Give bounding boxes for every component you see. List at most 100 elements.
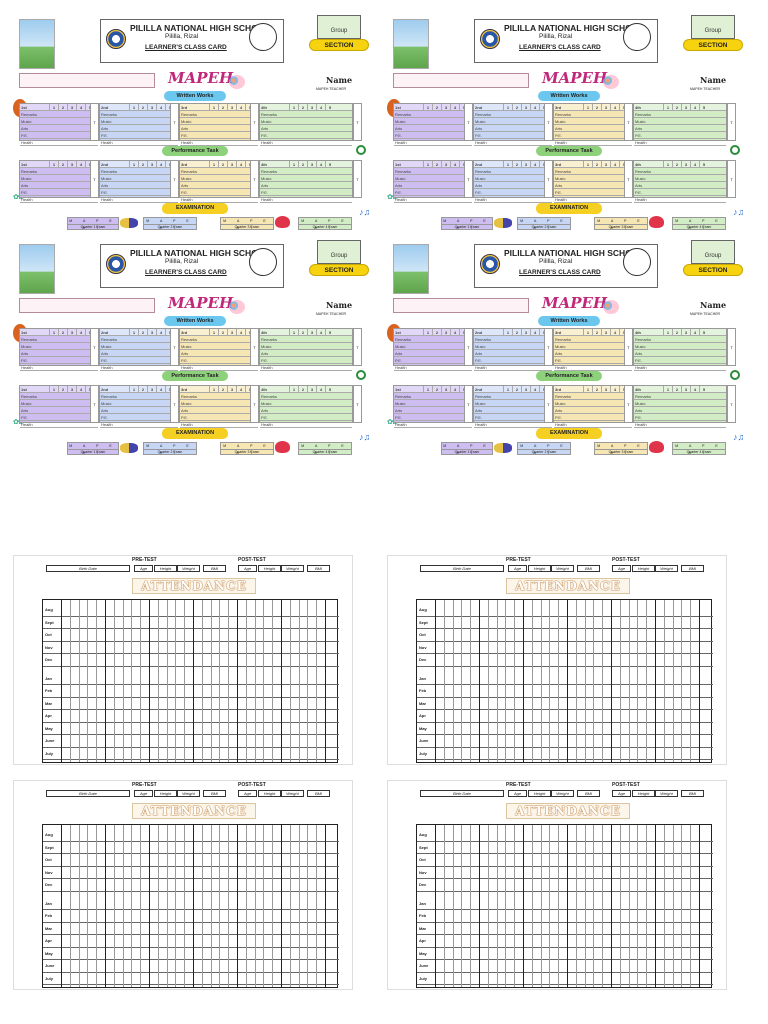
day-column-line [663,825,665,987]
student-name-box[interactable] [19,298,155,313]
student-name-box[interactable] [19,73,155,88]
score-column-header: 2 [432,104,441,110]
heart-icon [275,216,290,228]
component-label: Arts [181,408,189,413]
component-label: Arts [395,183,403,188]
class-card: PILILLA NATIONAL HIGH SCHOOL Pililla, Ri… [13,15,374,230]
total-column: T [727,328,736,366]
post-test-field: Height [258,790,281,797]
score-column-header: 3 [681,161,690,167]
month-label: Nov [45,869,53,875]
component-label: Health [181,365,193,370]
school-location: Pililla, Rizal [165,33,199,40]
performance-task-label: Performance Task [162,146,228,156]
component-label: Music [555,344,566,349]
score-column-header: 4 [76,329,85,335]
component-label: Health [395,140,407,145]
student-name-box[interactable] [393,298,529,313]
quarter-label: 1st [21,387,27,392]
written-works-quarter-table: 3rd12345RemarksMusicArtsP.E.Health [553,103,633,146]
component-row: P.E. [20,414,98,421]
score-column-header: 1 [663,161,672,167]
day-column-line [637,825,639,987]
score-column-header: 5 [699,329,708,335]
component-row: Remarks [394,168,472,175]
component-row: Remarks [474,168,552,175]
day-column-line [166,600,168,762]
flowers-icon: ✿✿ [13,419,24,426]
month-label: Aug [45,832,53,837]
pre-test-label: PRE-TEST [132,557,157,563]
school-seal-icon [480,254,500,274]
score-column-header: 2 [592,386,601,392]
component-label: Remarks [181,112,198,117]
attendance-sheet: PRE-TEST POST-TEST Birth Date ATTENDANCE… [387,780,727,990]
component-label: Remarks [101,394,118,399]
section-badge: SECTION [309,39,369,51]
table-header-row: 3rd12345 [180,104,258,111]
day-column-line [175,600,177,762]
component-row: Arts [260,125,352,132]
component-row: Music [634,400,726,407]
pre-test-field: Age [134,565,153,572]
total-column: T [544,103,553,141]
exam-letters: M A P E H T [68,219,118,230]
table-header-row: 2nd12345 [100,104,178,111]
component-row: P.E. [260,414,352,421]
score-column-header: 2 [432,386,441,392]
score-column-header: 4 [690,104,699,110]
component-row: Music [394,118,472,125]
school-name: PILILLA NATIONAL HIGH SCHOOL [504,23,644,33]
pre-test-field: Height [154,790,177,797]
score-column-header: 5 [245,104,254,110]
student-name-box[interactable] [393,73,529,88]
performance-task-quarter-table: 2nd12345RemarksMusicArtsP.E.Health [99,160,179,203]
component-row: Music [394,343,472,350]
month-row: Aug [43,604,339,617]
component-row: P.E. [100,414,178,421]
exam-letters: M A P E H T [518,443,570,455]
component-label: Arts [261,408,269,413]
exam-quarter-label: Quarter 2 Exam [531,450,557,454]
score-column-header: 1 [129,161,138,167]
month-row: July [43,973,339,985]
component-label: Remarks [21,394,38,399]
component-row: P.E. [394,132,472,139]
day-column-line [298,825,300,987]
written-works-label: Written Works [538,316,600,326]
component-label: Health [21,422,33,427]
score-column-header: 1 [583,329,592,335]
day-column-line [584,825,586,987]
quarter-label: 2nd [475,330,483,335]
component-row: P.E. [474,132,552,139]
month-label: Feb [45,688,53,693]
post-test-field: Weight [655,790,678,797]
component-label: P.E. [475,190,483,195]
total-column: T [727,160,736,198]
art-palette-icon [603,300,619,314]
written-works-quarter-table: 2nd12345RemarksMusicArtsP.E.Health [99,328,179,371]
pre-test-field: Height [528,565,551,572]
component-label: P.E. [261,358,269,363]
day-column-line [672,825,674,987]
class-card: PILILLA NATIONAL HIGH SCHOOL Pililla, Ri… [387,15,748,230]
attendance-sheet: PRE-TEST POST-TEST Birth Date ATTENDANCE… [13,555,353,765]
component-row: Music [554,118,632,125]
score-column-header: 1 [503,386,512,392]
day-column-line [166,825,168,987]
component-row: Arts [20,350,98,357]
score-column-header: 2 [58,161,67,167]
component-label: Music [395,176,406,181]
score-column-header: 3 [521,329,530,335]
total-column: T [544,328,553,366]
quarter-label: 3rd [181,105,188,110]
component-row: P.E. [394,357,472,364]
component-label: P.E. [395,133,403,138]
total-column: T [90,385,99,423]
component-row: P.E. [474,414,552,421]
day-column-line [219,825,221,987]
